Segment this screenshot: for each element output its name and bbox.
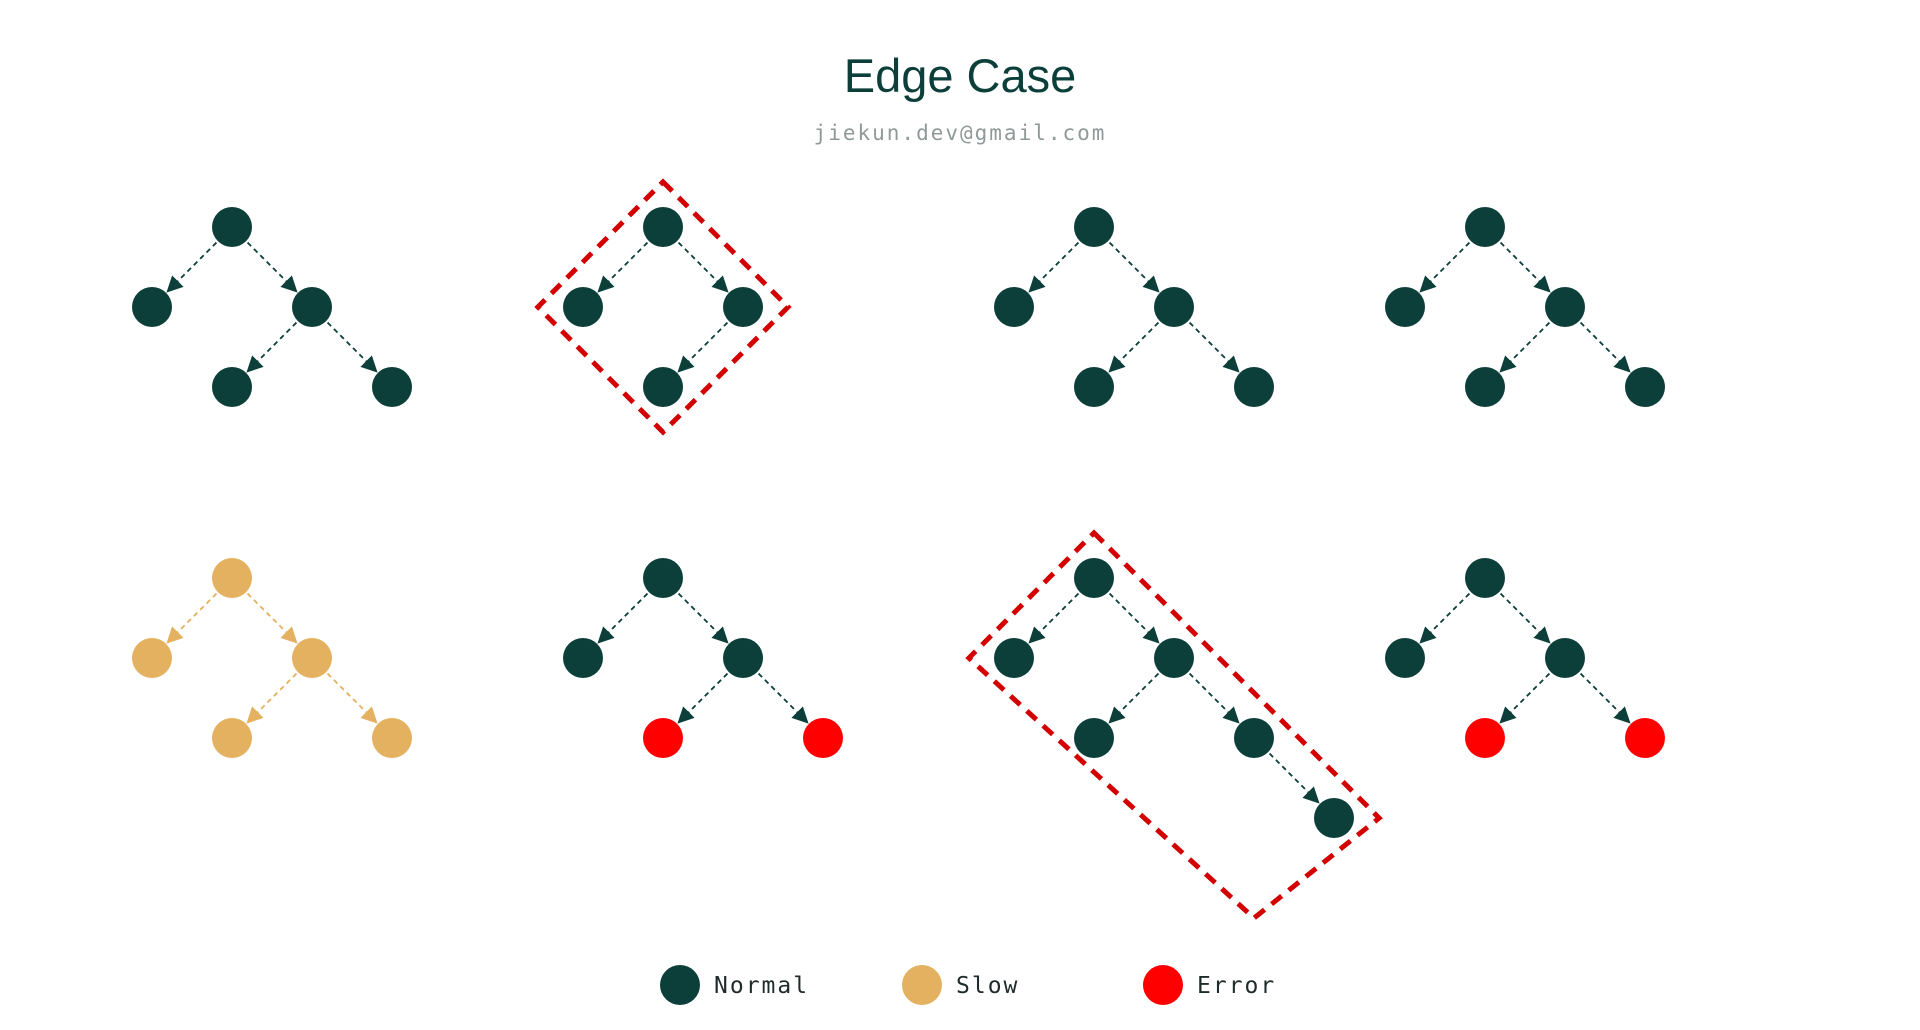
node-normal bbox=[1465, 207, 1505, 247]
tree-edge bbox=[1188, 321, 1240, 373]
author-email: jiekun.dev@gmail.com bbox=[814, 121, 1107, 145]
node-normal bbox=[643, 558, 683, 598]
node-slow bbox=[292, 638, 332, 678]
node-normal bbox=[994, 287, 1034, 327]
node-normal bbox=[723, 287, 763, 327]
node-normal bbox=[292, 287, 332, 327]
trees-layer bbox=[132, 178, 1665, 922]
node-normal bbox=[994, 638, 1034, 678]
node-slow bbox=[212, 718, 252, 758]
tree-r1-c4 bbox=[1385, 207, 1665, 407]
legend-item-slow: Slow bbox=[902, 965, 1019, 1005]
tree-edge bbox=[1499, 241, 1551, 293]
tree-r2-c4 bbox=[1385, 558, 1665, 758]
tree-r2-c3 bbox=[965, 529, 1383, 922]
tree-edge bbox=[1579, 321, 1631, 373]
node-slow bbox=[212, 558, 252, 598]
tree-edge bbox=[677, 592, 729, 644]
legend-swatch bbox=[660, 965, 700, 1005]
node-slow bbox=[372, 718, 412, 758]
node-normal bbox=[1385, 287, 1425, 327]
node-normal bbox=[1465, 367, 1505, 407]
legend-label: Error bbox=[1197, 973, 1276, 999]
page-title: Edge Case bbox=[844, 49, 1077, 102]
tree-edge bbox=[1108, 672, 1160, 724]
node-error bbox=[803, 718, 843, 758]
node-normal bbox=[1234, 718, 1274, 758]
node-normal bbox=[643, 367, 683, 407]
tree-edge bbox=[677, 241, 729, 293]
node-slow bbox=[132, 638, 172, 678]
legend-swatch bbox=[902, 965, 942, 1005]
node-normal bbox=[1234, 367, 1274, 407]
tree-edge bbox=[1188, 672, 1240, 724]
legend-item-normal: Normal bbox=[660, 965, 809, 1005]
highlight-box bbox=[965, 529, 1383, 922]
tree-r2-c1 bbox=[132, 558, 412, 758]
tree-edge bbox=[597, 592, 649, 644]
node-normal bbox=[1545, 638, 1585, 678]
tree-edge bbox=[1028, 592, 1080, 644]
node-normal bbox=[1625, 367, 1665, 407]
node-normal bbox=[1545, 287, 1585, 327]
tree-edge bbox=[326, 672, 378, 724]
tree-edge bbox=[1108, 241, 1160, 293]
tree-edge bbox=[1499, 592, 1551, 644]
tree-edge bbox=[677, 321, 729, 373]
node-normal bbox=[1465, 558, 1505, 598]
node-normal bbox=[1385, 638, 1425, 678]
node-error bbox=[643, 718, 683, 758]
tree-edge bbox=[1108, 321, 1160, 373]
legend: Normal Slow Error bbox=[660, 965, 1276, 1005]
node-normal bbox=[1074, 367, 1114, 407]
node-normal bbox=[1314, 798, 1354, 838]
node-error bbox=[1625, 718, 1665, 758]
node-normal bbox=[132, 287, 172, 327]
tree-edge bbox=[1268, 752, 1320, 804]
node-normal bbox=[563, 638, 603, 678]
tree-edge bbox=[326, 321, 378, 373]
tree-r1-c3 bbox=[994, 207, 1274, 407]
node-normal bbox=[563, 287, 603, 327]
node-error bbox=[1465, 718, 1505, 758]
tree-edge bbox=[1028, 241, 1080, 293]
node-normal bbox=[723, 638, 763, 678]
tree-edge bbox=[246, 241, 298, 293]
node-normal bbox=[1074, 558, 1114, 598]
legend-item-error: Error bbox=[1143, 965, 1276, 1005]
tree-edge bbox=[166, 592, 218, 644]
tree-edge bbox=[1419, 241, 1471, 293]
node-normal bbox=[212, 367, 252, 407]
tree-r1-c2 bbox=[534, 178, 792, 436]
node-normal bbox=[1154, 638, 1194, 678]
node-normal bbox=[1154, 287, 1194, 327]
legend-swatch bbox=[1143, 965, 1183, 1005]
node-normal bbox=[212, 207, 252, 247]
tree-edge bbox=[166, 241, 218, 293]
tree-edge bbox=[246, 321, 298, 373]
legend-label: Slow bbox=[956, 973, 1019, 999]
tree-edge bbox=[1579, 672, 1631, 724]
tree-edge bbox=[1499, 672, 1551, 724]
tree-r1-c1 bbox=[132, 207, 412, 407]
tree-edge bbox=[1419, 592, 1471, 644]
tree-r2-c2 bbox=[563, 558, 843, 758]
legend-label: Normal bbox=[714, 973, 809, 999]
tree-edge bbox=[246, 672, 298, 724]
node-normal bbox=[1074, 718, 1114, 758]
tree-edge bbox=[246, 592, 298, 644]
node-normal bbox=[1074, 207, 1114, 247]
node-normal bbox=[372, 367, 412, 407]
tree-edge bbox=[1108, 592, 1160, 644]
highlight-box bbox=[534, 178, 792, 436]
tree-edge bbox=[597, 241, 649, 293]
node-normal bbox=[643, 207, 683, 247]
tree-edge bbox=[1499, 321, 1551, 373]
tree-edge bbox=[677, 672, 729, 724]
tree-edge bbox=[757, 672, 809, 724]
